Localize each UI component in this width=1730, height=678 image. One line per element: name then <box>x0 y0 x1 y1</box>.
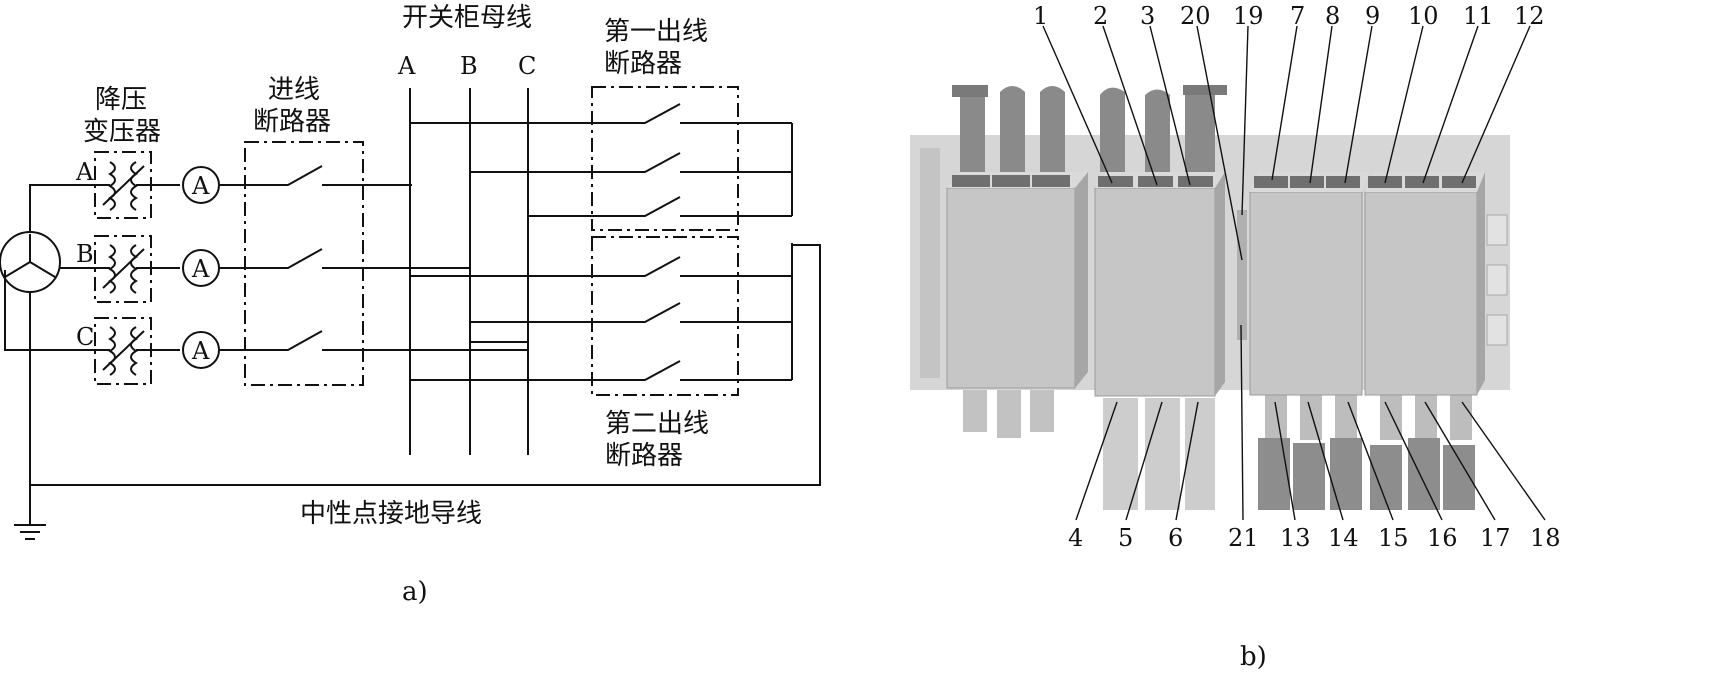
switchgear-view: 1 2 3 20 19 7 8 9 10 11 12 4 5 6 21 13 1… <box>910 2 1561 672</box>
callout-11: 11 <box>1463 2 1494 30</box>
top-cables <box>952 85 1227 172</box>
callout-1: 1 <box>1033 2 1048 30</box>
outgoing2-label-line2: 断路器 <box>605 441 683 471</box>
callout-4: 4 <box>1068 524 1083 552</box>
outgoing1-breaker-switches <box>410 103 793 217</box>
outgoing1-label-line2: 断路器 <box>604 49 682 79</box>
module-1 <box>946 172 1088 389</box>
outgoing2-breaker-box <box>591 236 739 396</box>
ammeter-c-symbol: A <box>191 337 210 365</box>
generator-symbol <box>0 231 61 293</box>
incoming-breaker-label-line2: 断路器 <box>253 107 331 137</box>
module-3 <box>1249 172 1370 396</box>
module-4 <box>1364 172 1485 396</box>
outgoing1-breaker-box <box>591 86 739 231</box>
callout-2: 2 <box>1093 2 1108 30</box>
callout-18: 18 <box>1530 524 1561 552</box>
wire-phase-a <box>29 184 100 232</box>
incoming-breaker-label-line1: 进线 <box>268 75 320 105</box>
callout-12: 12 <box>1514 2 1545 30</box>
callout-14: 14 <box>1328 524 1359 552</box>
transformer-b <box>94 235 180 303</box>
ammeter-b: A <box>182 249 220 287</box>
transformer-label-line1: 降压 <box>95 85 147 115</box>
busbar-a-label: A <box>397 52 416 80</box>
callout-17: 17 <box>1480 524 1511 552</box>
module-2 <box>1094 172 1225 397</box>
caption-a: a) <box>402 577 428 607</box>
ammeter-c: A <box>182 331 220 369</box>
phase-a-label: A <box>75 158 94 186</box>
callout-19: 19 <box>1233 2 1264 30</box>
phase-c-label: C <box>76 323 94 351</box>
caption-b: b) <box>1240 642 1267 672</box>
phase-b-label: B <box>76 240 94 268</box>
callout-9: 9 <box>1365 2 1380 30</box>
outgoing1-label-line1: 第一出线 <box>604 17 708 47</box>
bottom-cables <box>963 390 1475 510</box>
callout-5: 5 <box>1118 524 1133 552</box>
callout-6: 6 <box>1168 524 1183 552</box>
bottom-leader-lines <box>1075 324 1546 521</box>
ammeter-a: A <box>182 166 220 204</box>
transformer-label-line2: 变压器 <box>83 117 161 147</box>
incoming-breaker-box <box>244 141 364 386</box>
ammeter-b-symbol: A <box>191 255 210 283</box>
incoming-breaker-switches <box>219 165 528 351</box>
callout-13: 13 <box>1280 524 1311 552</box>
callout-15: 15 <box>1378 524 1409 552</box>
ground-symbol <box>14 524 46 540</box>
transformer-a <box>94 151 180 219</box>
callout-16: 16 <box>1427 524 1458 552</box>
callout-10: 10 <box>1408 2 1439 30</box>
busbar-c-label: C <box>518 52 536 80</box>
callout-3: 3 <box>1140 2 1155 30</box>
outgoing2-label-line1: 第二出线 <box>605 409 709 439</box>
wire-phase-c <box>4 270 100 351</box>
top-leader-lines <box>1042 25 1531 261</box>
ammeter-a-symbol: A <box>191 172 210 200</box>
callout-21: 21 <box>1228 524 1259 552</box>
callout-7: 7 <box>1290 2 1305 30</box>
busbar-title: 开关柜母线 <box>402 3 532 33</box>
neutral-conductor-label: 中性点接地导线 <box>300 499 482 529</box>
outgoing2-breaker-switches <box>410 243 793 381</box>
callout-8: 8 <box>1325 2 1340 30</box>
transformer-c <box>94 317 180 385</box>
circuit-diagram: A B C 降压 变压器 <box>0 3 821 607</box>
neutral-conductor <box>29 244 821 486</box>
callout-20: 20 <box>1180 2 1211 30</box>
busbar-b-label: B <box>460 52 478 80</box>
